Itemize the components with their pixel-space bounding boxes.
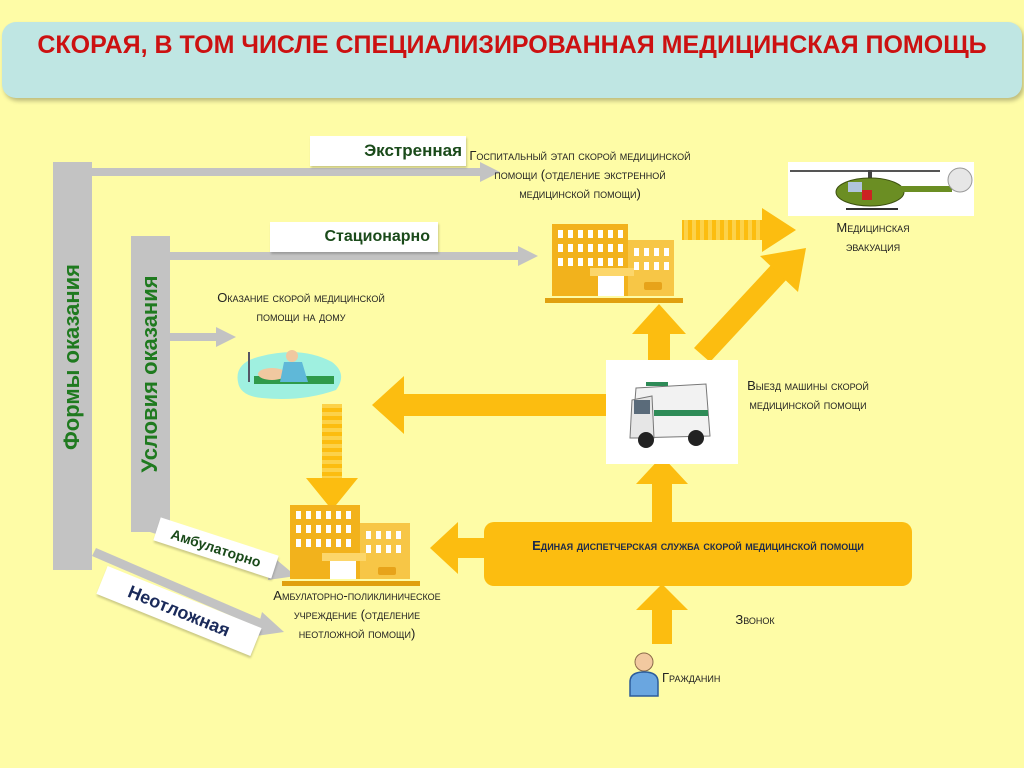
outpatient-clinic-text: Амбулаторно-поликлиническое учреждение (… [273,588,441,641]
title-banner [2,22,1022,98]
arrow-ambulance-to-evacuation [694,248,806,362]
emergency-arrow [92,162,500,182]
arrow-hospital-to-evacuation [682,208,796,252]
page-title: СКОРАЯ, В ТОМ ЧИСЛЕ СПЕЦИАЛИЗИРОВАННАЯ М… [37,31,987,59]
call-text: Звонок [735,612,775,627]
hospital-stage-text: Госпитальный этап скорой медицинской пом… [469,148,691,201]
helicopter-photo [788,162,974,216]
arrow-ambulance-to-hospital [632,304,686,360]
citizen-text: Гражданин [662,670,721,685]
clinic-building-icon [282,505,420,586]
emergency-label: Экстренная [310,136,466,166]
medical-evacuation-text: Медицинская эвакуация [836,220,910,254]
hospital-building-icon [545,224,683,303]
home-care-icon [237,350,342,399]
arrow-dispatch-to-clinic [430,522,486,574]
conditions-bar [131,236,170,532]
citizen-icon [629,652,659,697]
ambulance-photo [606,360,738,464]
ambulance-departure-text: Выезд машины скорой медицинской помощи [747,378,869,412]
urgent-arrow [92,548,284,636]
home-care-arrow [170,327,236,347]
arrow-ambulance-to-home [372,376,608,434]
home-care-picture [232,342,348,400]
dispatch-service-box: Единая диспетчерская служба скорой медиц… [484,522,912,586]
arrow-citizen-to-dispatch [636,584,688,644]
forms-bar [53,162,92,570]
home-care-text: Оказание скорой медицинской помощи на до… [217,290,385,324]
inpatient-arrow [170,246,538,266]
arrow-home-to-clinic [306,404,358,510]
arrow-dispatch-to-ambulance [636,456,688,522]
inpatient-label: Стационарно [270,222,438,252]
dispatch-service-label: Единая диспетчерская служба скорой медиц… [532,538,864,553]
forms-label: Формы оказания [59,263,84,451]
helicopter-icon [790,167,973,210]
ambulance-icon [629,382,711,448]
conditions-label: Условия оказания [137,275,162,473]
